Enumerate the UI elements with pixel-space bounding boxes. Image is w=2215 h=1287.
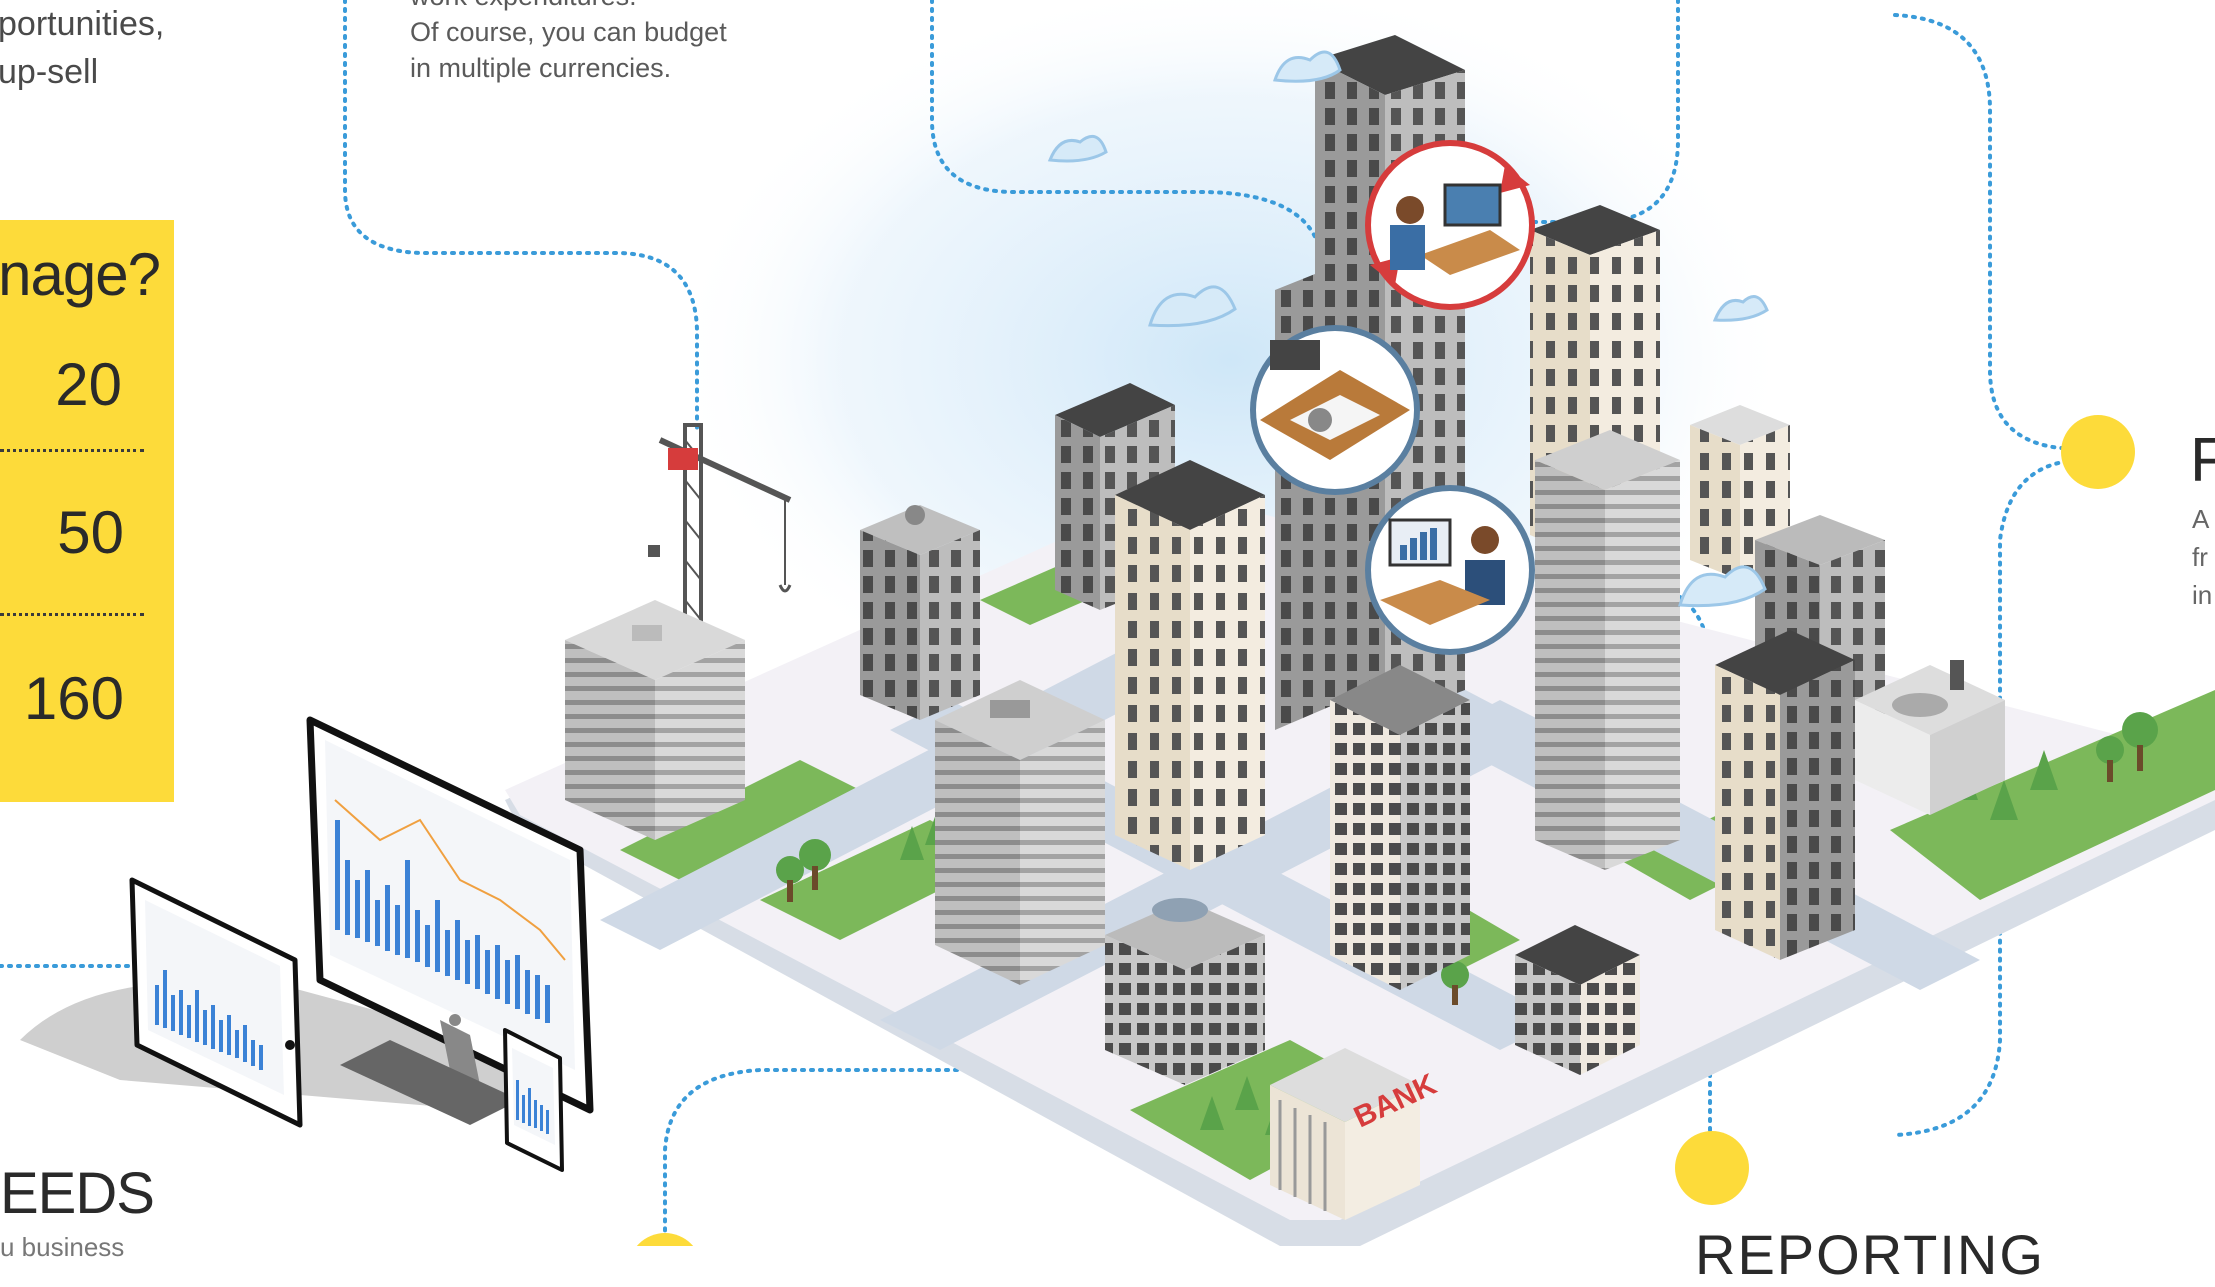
panel-value-2: 50: [57, 499, 124, 566]
intro-paragraph-fragment: portunities, up-sell: [0, 0, 164, 96]
budget-paragraph: work expenditures. Of course, you can bu…: [410, 0, 727, 86]
building-beige-mid: [1330, 665, 1470, 990]
feature-title-right: F: [2190, 426, 2215, 495]
building-striped-tall-right: [1535, 430, 1680, 870]
intro-line-1: portunities,: [0, 5, 165, 43]
budget-line-2: Of course, you can budget: [410, 17, 727, 47]
feature-marker-right: [2061, 415, 2135, 489]
feature-right-line-1: A: [2192, 504, 2210, 534]
building-gray-short: [860, 505, 980, 720]
feature-subtitle-left: u business: [0, 1232, 125, 1262]
feature-title-reporting: REPORTING: [1695, 1223, 2045, 1286]
city-illustration: BANK: [0, 0, 2215, 1246]
intro-line-2: up-sell: [0, 53, 99, 91]
building-factory: [1855, 660, 2005, 815]
person-with-bar-chart-icon: [1365, 485, 1535, 655]
panel-value-1: 20: [55, 351, 122, 418]
document-with-pie-chart-icon: [1250, 325, 1420, 495]
feature-marker-bottom: [636, 1233, 694, 1246]
feature-title-left: EEDS: [0, 1161, 155, 1226]
person-at-desk-finance-icon: [1365, 140, 1535, 310]
feature-marker-reporting: [1675, 1131, 1749, 1205]
building-gray-right-front: [1715, 630, 1855, 960]
panel-value-3: 160: [23, 665, 124, 732]
panel-divider-2: [0, 613, 144, 616]
budget-line-3: in multiple currencies.: [410, 53, 672, 83]
feature-right-line-2: fr: [2192, 542, 2208, 572]
building-beige-tall-left: [1115, 460, 1265, 870]
building-striped-mid: [935, 680, 1105, 985]
building-gray-small-front: [1515, 925, 1640, 1075]
building-gray-front-left: [1105, 898, 1265, 1085]
building-bank: BANK: [1270, 1048, 1442, 1220]
cloud-icon: [1047, 50, 1769, 608]
budget-line-1: work expenditures.: [410, 0, 727, 14]
panel-question: nage?: [0, 241, 161, 308]
panel-divider-1: [0, 449, 144, 452]
building-striped-left: [565, 600, 745, 840]
monitor-tablet-phone-charts-icon: [20, 716, 594, 1172]
feature-description-right: A fr in: [2192, 500, 2212, 614]
feature-right-line-3: in: [2192, 580, 2213, 610]
question-panel: nage? 20 50 160: [0, 220, 174, 802]
